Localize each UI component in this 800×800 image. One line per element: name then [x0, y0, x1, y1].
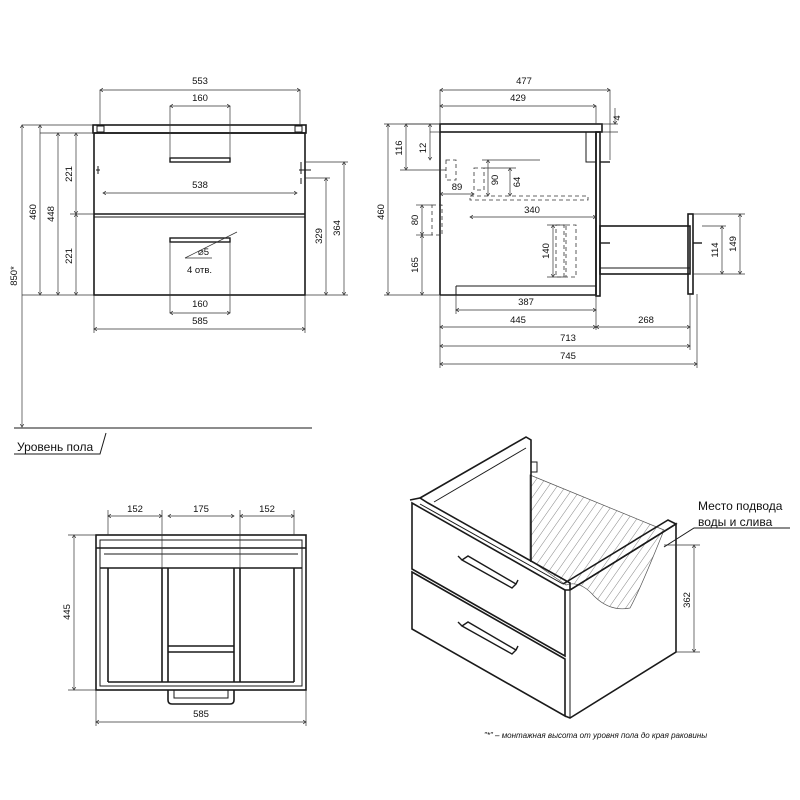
dim-364: 364 — [332, 220, 343, 236]
side-view: 477 429 4 12 460 116 80 165 89 90 — [376, 76, 745, 368]
iso-view: 362 Место подвода воды и слива — [409, 436, 790, 719]
top-view: 152 175 152 445 585 — [62, 504, 307, 726]
dim-362: 362 — [682, 592, 693, 608]
dim-handle-lower: 160 — [192, 299, 208, 310]
dim-152-right: 152 — [259, 504, 275, 515]
front-handle-upper — [169, 157, 231, 163]
dim-114: 114 — [710, 242, 721, 257]
dim-460-front: 460 — [28, 204, 39, 220]
hole-count-label: 4 отв. — [187, 265, 212, 276]
dim-553: 553 — [192, 76, 208, 87]
dim-329: 329 — [314, 228, 325, 244]
floor-level-label: Уровень пола — [17, 440, 93, 454]
dim-585-top: 585 — [193, 709, 209, 720]
side-drawer-extended — [599, 225, 691, 275]
dim-713: 713 — [560, 333, 576, 344]
dim-445-top: 445 — [62, 604, 73, 620]
iso-handle-lower — [457, 621, 519, 655]
iso-handle-upper — [457, 555, 519, 589]
dim-140: 140 — [541, 243, 552, 259]
callout-line1: Место подвода — [698, 499, 783, 513]
dim-12: 12 — [418, 143, 429, 154]
dim-90: 90 — [490, 175, 501, 186]
dim-152-left: 152 — [127, 504, 143, 515]
iso-drawer-lower — [411, 570, 566, 718]
dim-268: 268 — [638, 315, 654, 326]
dim-745: 745 — [560, 351, 576, 362]
front-handle-lower — [169, 237, 231, 243]
hole-diameter-label: ⌀5 — [198, 247, 209, 258]
dim-64: 64 — [512, 177, 523, 188]
top-view-outline — [95, 534, 307, 691]
front-lip-mount-right — [294, 125, 303, 133]
dim-89: 89 — [452, 182, 463, 193]
front-lip-mount-left — [96, 125, 105, 133]
dim-445-side: 445 — [510, 315, 526, 326]
dim-448: 448 — [46, 206, 57, 222]
dim-387: 387 — [518, 297, 534, 308]
iso-back-panel-hatch — [529, 474, 665, 610]
front-top-lip — [92, 124, 307, 134]
dim-538: 538 — [192, 180, 208, 191]
dim-149: 149 — [728, 236, 739, 252]
dim-460-side: 460 — [376, 204, 387, 220]
dim-221-lower: 221 — [64, 248, 75, 264]
iso-side-panel — [564, 522, 677, 719]
dim-175: 175 — [193, 504, 209, 515]
iso-drawer-upper — [411, 501, 566, 658]
dim-585-front: 585 — [192, 316, 208, 327]
side-top — [439, 123, 603, 133]
dim-116: 116 — [394, 140, 405, 155]
footnote: "*" – монтажная высота от уровня пола до… — [484, 731, 707, 740]
front-view: 553 160 538 160 585 ⌀5 4 отв. 460 448 22… — [9, 76, 348, 427]
dim-429: 429 — [510, 93, 526, 104]
dim-850: 850* — [9, 266, 20, 286]
dim-340: 340 — [524, 205, 540, 216]
dim-221-upper: 221 — [64, 166, 75, 182]
dim-477: 477 — [516, 76, 532, 87]
floor-level: Уровень пола — [14, 427, 312, 455]
dim-handle-upper: 160 — [192, 93, 208, 104]
dim-165: 165 — [410, 257, 421, 273]
dim-4: 4 — [612, 115, 623, 120]
dim-80: 80 — [410, 215, 421, 226]
callout-line2: воды и слива — [698, 515, 773, 529]
